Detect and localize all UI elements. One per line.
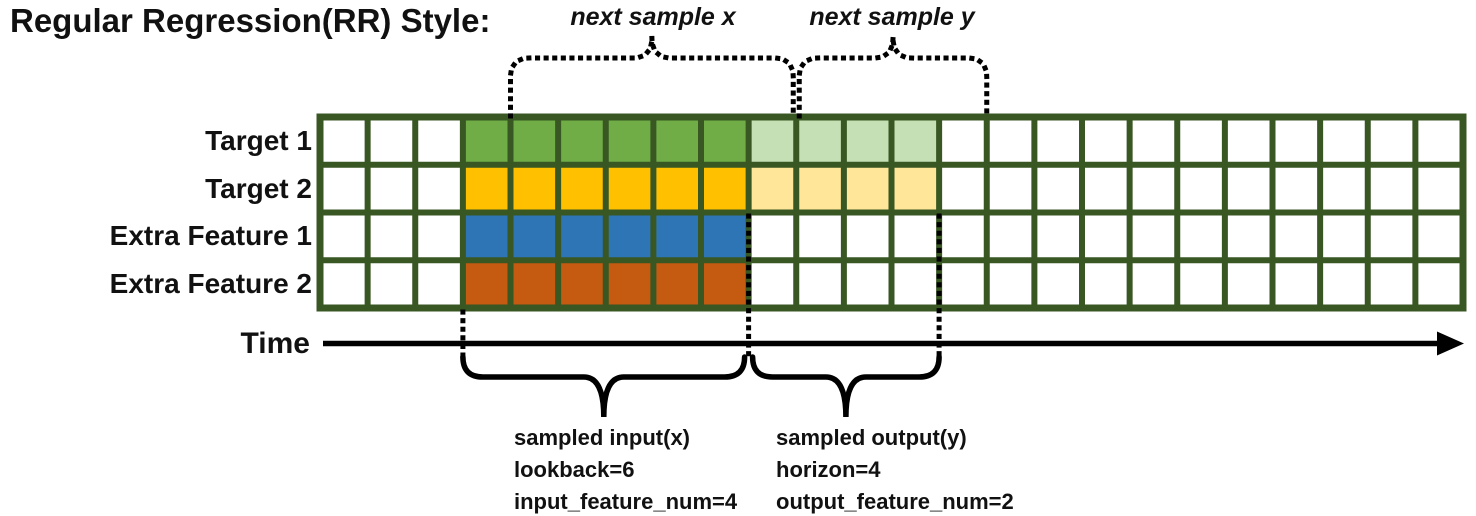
row-label-target-1: Target 1 [205, 125, 312, 156]
time-arrow-head [1437, 331, 1464, 356]
input-feature-num-value: input_feature_num=4 [514, 489, 738, 514]
row-label-target-2: Target 2 [205, 173, 312, 204]
horizon-value: horizon=4 [776, 457, 881, 482]
sampled-output-annotation: sampled output(y) horizon=4 output_featu… [776, 422, 1014, 516]
output-feature-num-value: output_feature_num=2 [776, 489, 1014, 514]
lookback-value: lookback=6 [514, 457, 635, 482]
sampled-output-title: sampled output(y) [776, 425, 967, 450]
next-sample-x-label: next sample x [570, 3, 736, 31]
figure-title: Regular Regression(RR) Style: [10, 2, 491, 39]
time-axis-label: Time [240, 327, 310, 360]
sampled-input-annotation: sampled input(x) lookback=6 input_featur… [514, 422, 737, 516]
sampled-input-title: sampled input(x) [514, 425, 691, 450]
next-sample-y-label: next sample y [809, 3, 975, 31]
row-label-extra-feature-1: Extra Feature 1 [109, 220, 312, 251]
row-label-extra-feature-2: Extra Feature 2 [109, 268, 312, 299]
